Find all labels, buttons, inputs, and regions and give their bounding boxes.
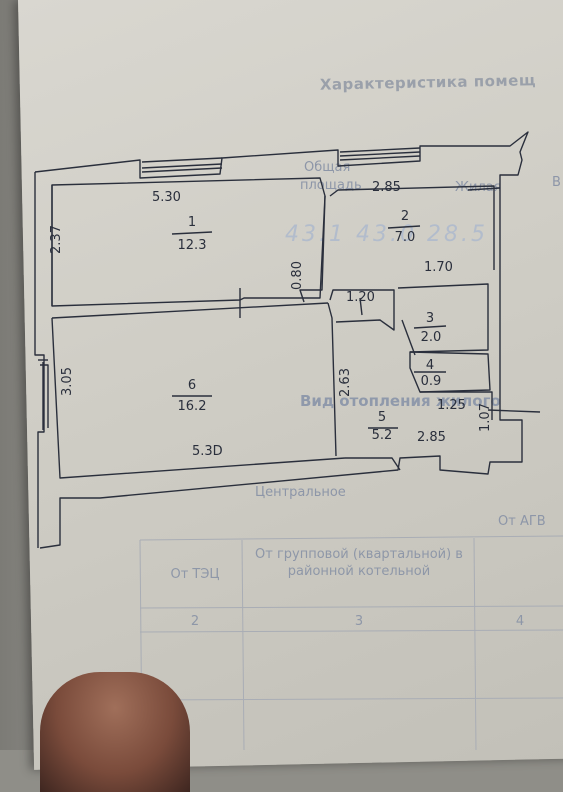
heating-central-label: Центральное xyxy=(255,485,346,500)
dim-room5-wall: 1.25 xyxy=(437,398,466,413)
ghost-column-general: Общая xyxy=(304,160,351,175)
room-5-number: 5 xyxy=(377,410,387,425)
floor-plan xyxy=(34,131,541,549)
dim-room5-height: 2.63 xyxy=(337,368,353,397)
dim-room3-width: 1.70 xyxy=(424,260,453,275)
table-header-tec: От ТЭЦ xyxy=(170,567,220,582)
table-num-3: 3 xyxy=(354,614,364,629)
dim-room2-width: 2.85 xyxy=(372,180,401,195)
room-1-number: 1 xyxy=(187,215,197,230)
room-2-number: 2 xyxy=(400,209,410,224)
ghost-column-living: Жилая xyxy=(455,180,502,195)
room-1-area: 12.3 xyxy=(177,238,207,253)
ghost-handwriting: 43.1 43.0 28.5 xyxy=(285,222,488,247)
table-num-4: 4 xyxy=(515,614,525,629)
heating-heading: Вид отопления жилого xyxy=(300,392,501,410)
dim-room6-width: 5.3D xyxy=(192,444,223,459)
dim-room1-width: 5.30 xyxy=(152,190,181,205)
table-header-group: От групповой (квартальной) в районной ко… xyxy=(255,547,463,579)
room-3-number: 3 xyxy=(425,311,435,326)
room-4-area: 0.9 xyxy=(420,374,442,389)
room-2-area: 7.0 xyxy=(394,230,416,245)
room-4-number: 4 xyxy=(425,358,435,373)
dim-room5-side: 1.07 xyxy=(477,403,493,432)
dim-room1-partition: 0.80 xyxy=(289,261,305,290)
dim-corridor-width: 1.20 xyxy=(346,290,375,305)
room-3-area: 2.0 xyxy=(420,330,442,345)
dim-room5-width: 2.85 xyxy=(417,430,446,445)
room-6-number: 6 xyxy=(187,378,197,393)
ghost-column-b: В xyxy=(552,175,561,190)
room-6-area: 16.2 xyxy=(177,399,207,414)
table-num-2: 2 xyxy=(190,614,200,629)
dim-room6-height: 3.05 xyxy=(59,367,75,396)
room-5-area: 5.2 xyxy=(371,428,393,443)
thumb-in-photo xyxy=(40,672,190,792)
heating-agv-label: От АГВ xyxy=(498,514,546,529)
dim-room1-height: 2.37 xyxy=(48,225,64,254)
